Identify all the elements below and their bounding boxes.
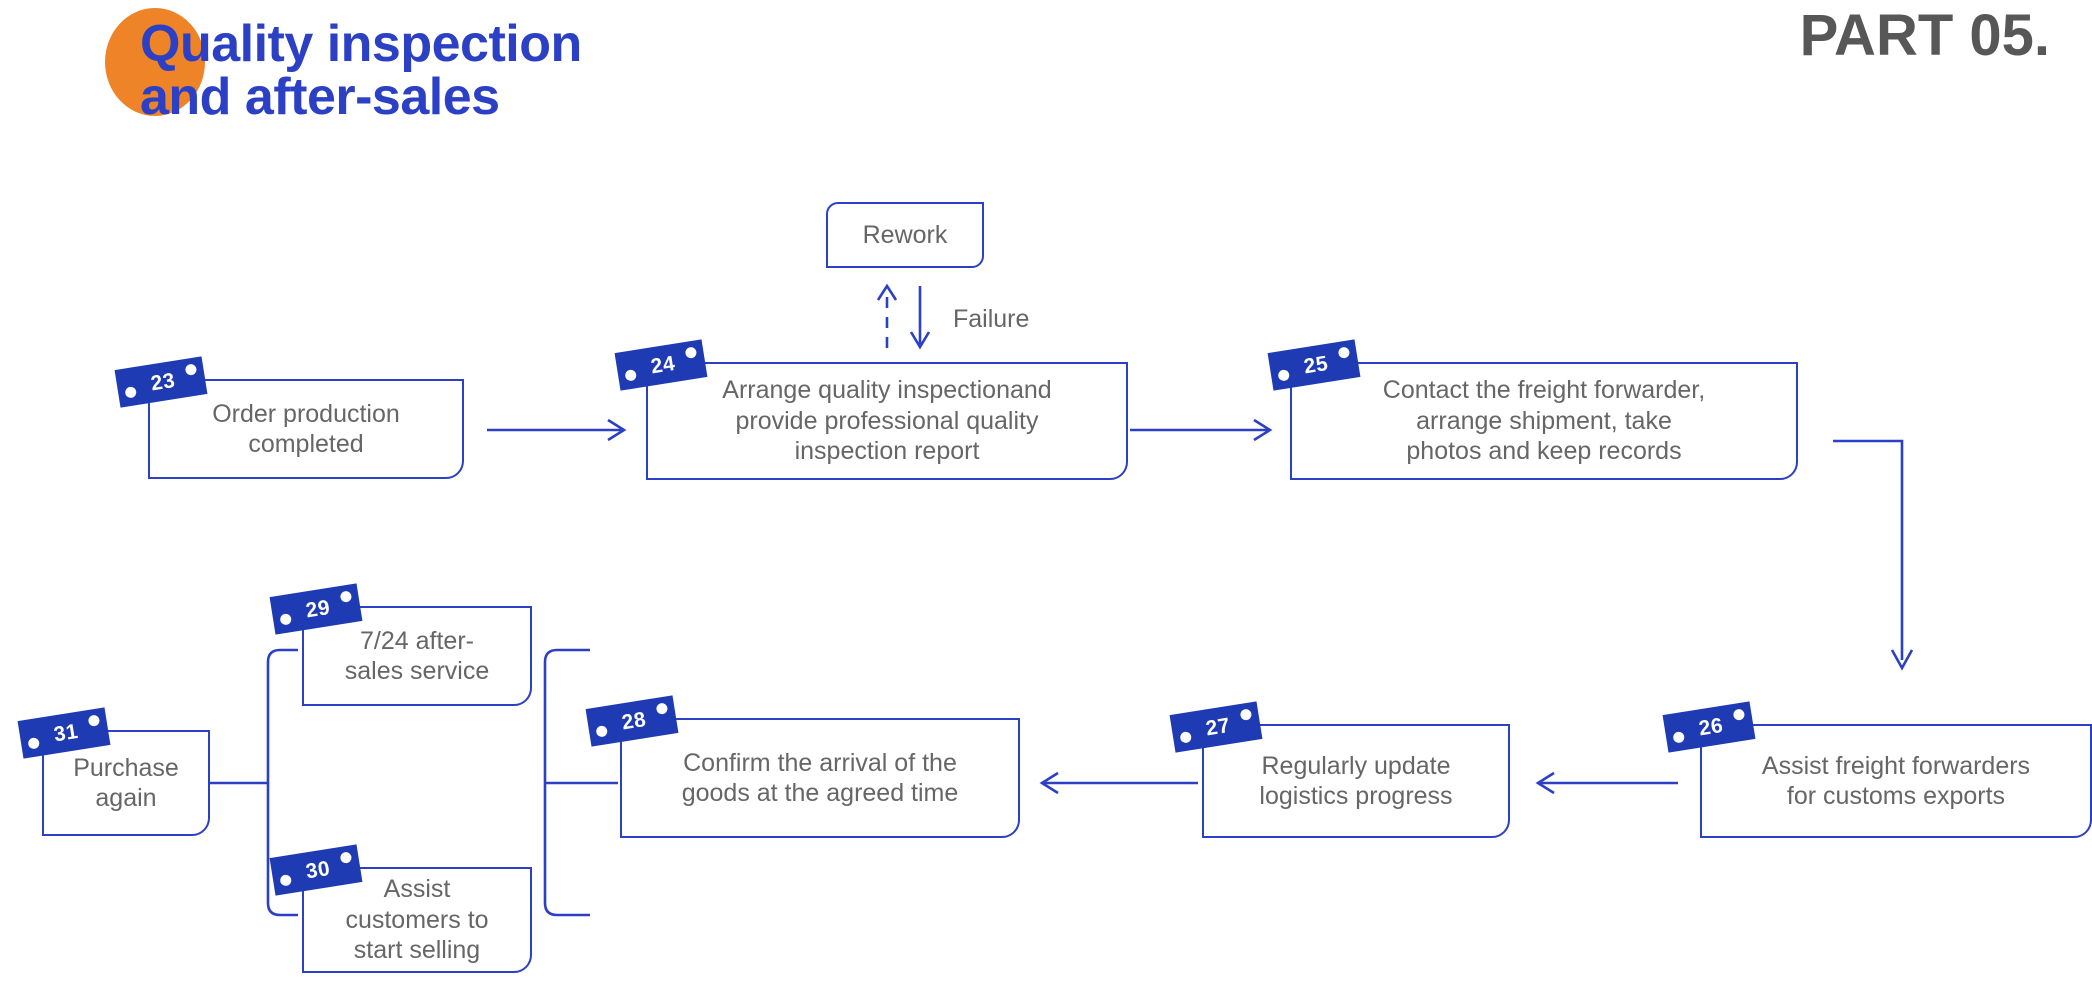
badge-23-number: 23: [149, 368, 177, 396]
badge-dot-right-icon: [87, 714, 101, 727]
arrowhead-24-to-25: [1253, 418, 1273, 442]
badge-dot-right-icon: [184, 363, 198, 376]
bracket-right-split-lower: [543, 783, 590, 917]
badge-dot-right-icon: [339, 851, 353, 864]
badge-dot-right-icon: [339, 590, 353, 603]
node-27[interactable]: Regularly update logistics progress: [1202, 724, 1510, 838]
arrowhead-26-to-27: [1535, 771, 1555, 795]
page-title: Quality inspection and after-sales: [140, 15, 582, 127]
node-25[interactable]: Contact the freight forwarder, arrange s…: [1290, 362, 1798, 480]
bracket-left-merge-lower: [266, 783, 298, 917]
edge-label-failure: Failure: [953, 305, 1030, 333]
arrowhead-rework-to-24: [909, 331, 931, 350]
arrowhead-25-to-26: [1890, 649, 1914, 671]
title-accent-blob: [105, 8, 205, 116]
arrowhead-27-to-28: [1039, 771, 1059, 795]
part-label: PART 05.: [1799, 3, 2050, 68]
connector-25-to-26: [1833, 439, 1904, 660]
arrowhead-23-to-24: [607, 418, 627, 442]
node-25-label: Contact the freight forwarder, arrange s…: [1382, 376, 1706, 466]
node-31-label: Purchase again: [73, 753, 179, 813]
node-27-label: Regularly update logistics progress: [1259, 751, 1453, 811]
arrowhead-24-to-rework: [876, 283, 898, 301]
bracket-left-merge-upper: [266, 648, 298, 783]
page-title-line2: and after-sales: [140, 68, 500, 127]
node-26-label: Assist freight forwarders for customs ex…: [1761, 751, 2031, 811]
node-29-label: 7/24 after- sales service: [344, 626, 490, 686]
bracket-right-split: [543, 648, 590, 783]
node-28-label: Confirm the arrival of the goods at the …: [681, 748, 959, 808]
badge-dot-left-icon: [279, 874, 293, 887]
badge-dot-right-icon: [655, 702, 669, 715]
node-24-label: Arrange quality inspectionand provide pr…: [722, 376, 1052, 466]
badge-dot-left-icon: [624, 369, 638, 382]
badge-dot-left-icon: [595, 725, 609, 738]
badge-dot-left-icon: [1672, 731, 1686, 744]
node-rework[interactable]: Rework: [826, 202, 984, 268]
node-24[interactable]: Arrange quality inspectionand provide pr…: [646, 362, 1128, 480]
badge-dot-left-icon: [1179, 731, 1193, 744]
node-23-label: Order production completed: [212, 399, 400, 459]
node-26[interactable]: Assist freight forwarders for customs ex…: [1700, 724, 2092, 838]
badge-26-number: 26: [1697, 713, 1725, 741]
badge-dot-right-icon: [1337, 346, 1351, 359]
badge-dot-right-icon: [1239, 708, 1253, 721]
node-rework-label: Rework: [862, 220, 948, 249]
badge-dot-left-icon: [1277, 369, 1291, 382]
badge-27-number: 27: [1204, 713, 1232, 741]
badge-dot-right-icon: [684, 346, 698, 359]
badge-31-number: 31: [52, 719, 80, 747]
node-28[interactable]: Confirm the arrival of the goods at the …: [620, 718, 1020, 838]
node-29[interactable]: 7/24 after- sales service: [302, 606, 532, 706]
node-30-label: Assist customers to start selling: [345, 875, 489, 965]
badge-29-number: 29: [304, 595, 332, 623]
badge-dot-right-icon: [1732, 708, 1746, 721]
badge-dot-left-icon: [279, 613, 293, 626]
badge-24-number: 24: [649, 351, 677, 379]
badge-28-number: 28: [620, 707, 648, 735]
node-31[interactable]: Purchase again: [42, 730, 210, 836]
badge-dot-left-icon: [27, 737, 41, 750]
badge-30-number: 30: [304, 856, 332, 884]
page-title-line1: Quality inspection: [140, 15, 582, 73]
node-23[interactable]: Order production completed: [148, 379, 464, 479]
badge-dot-left-icon: [124, 386, 138, 399]
badge-25-number: 25: [1302, 351, 1330, 379]
